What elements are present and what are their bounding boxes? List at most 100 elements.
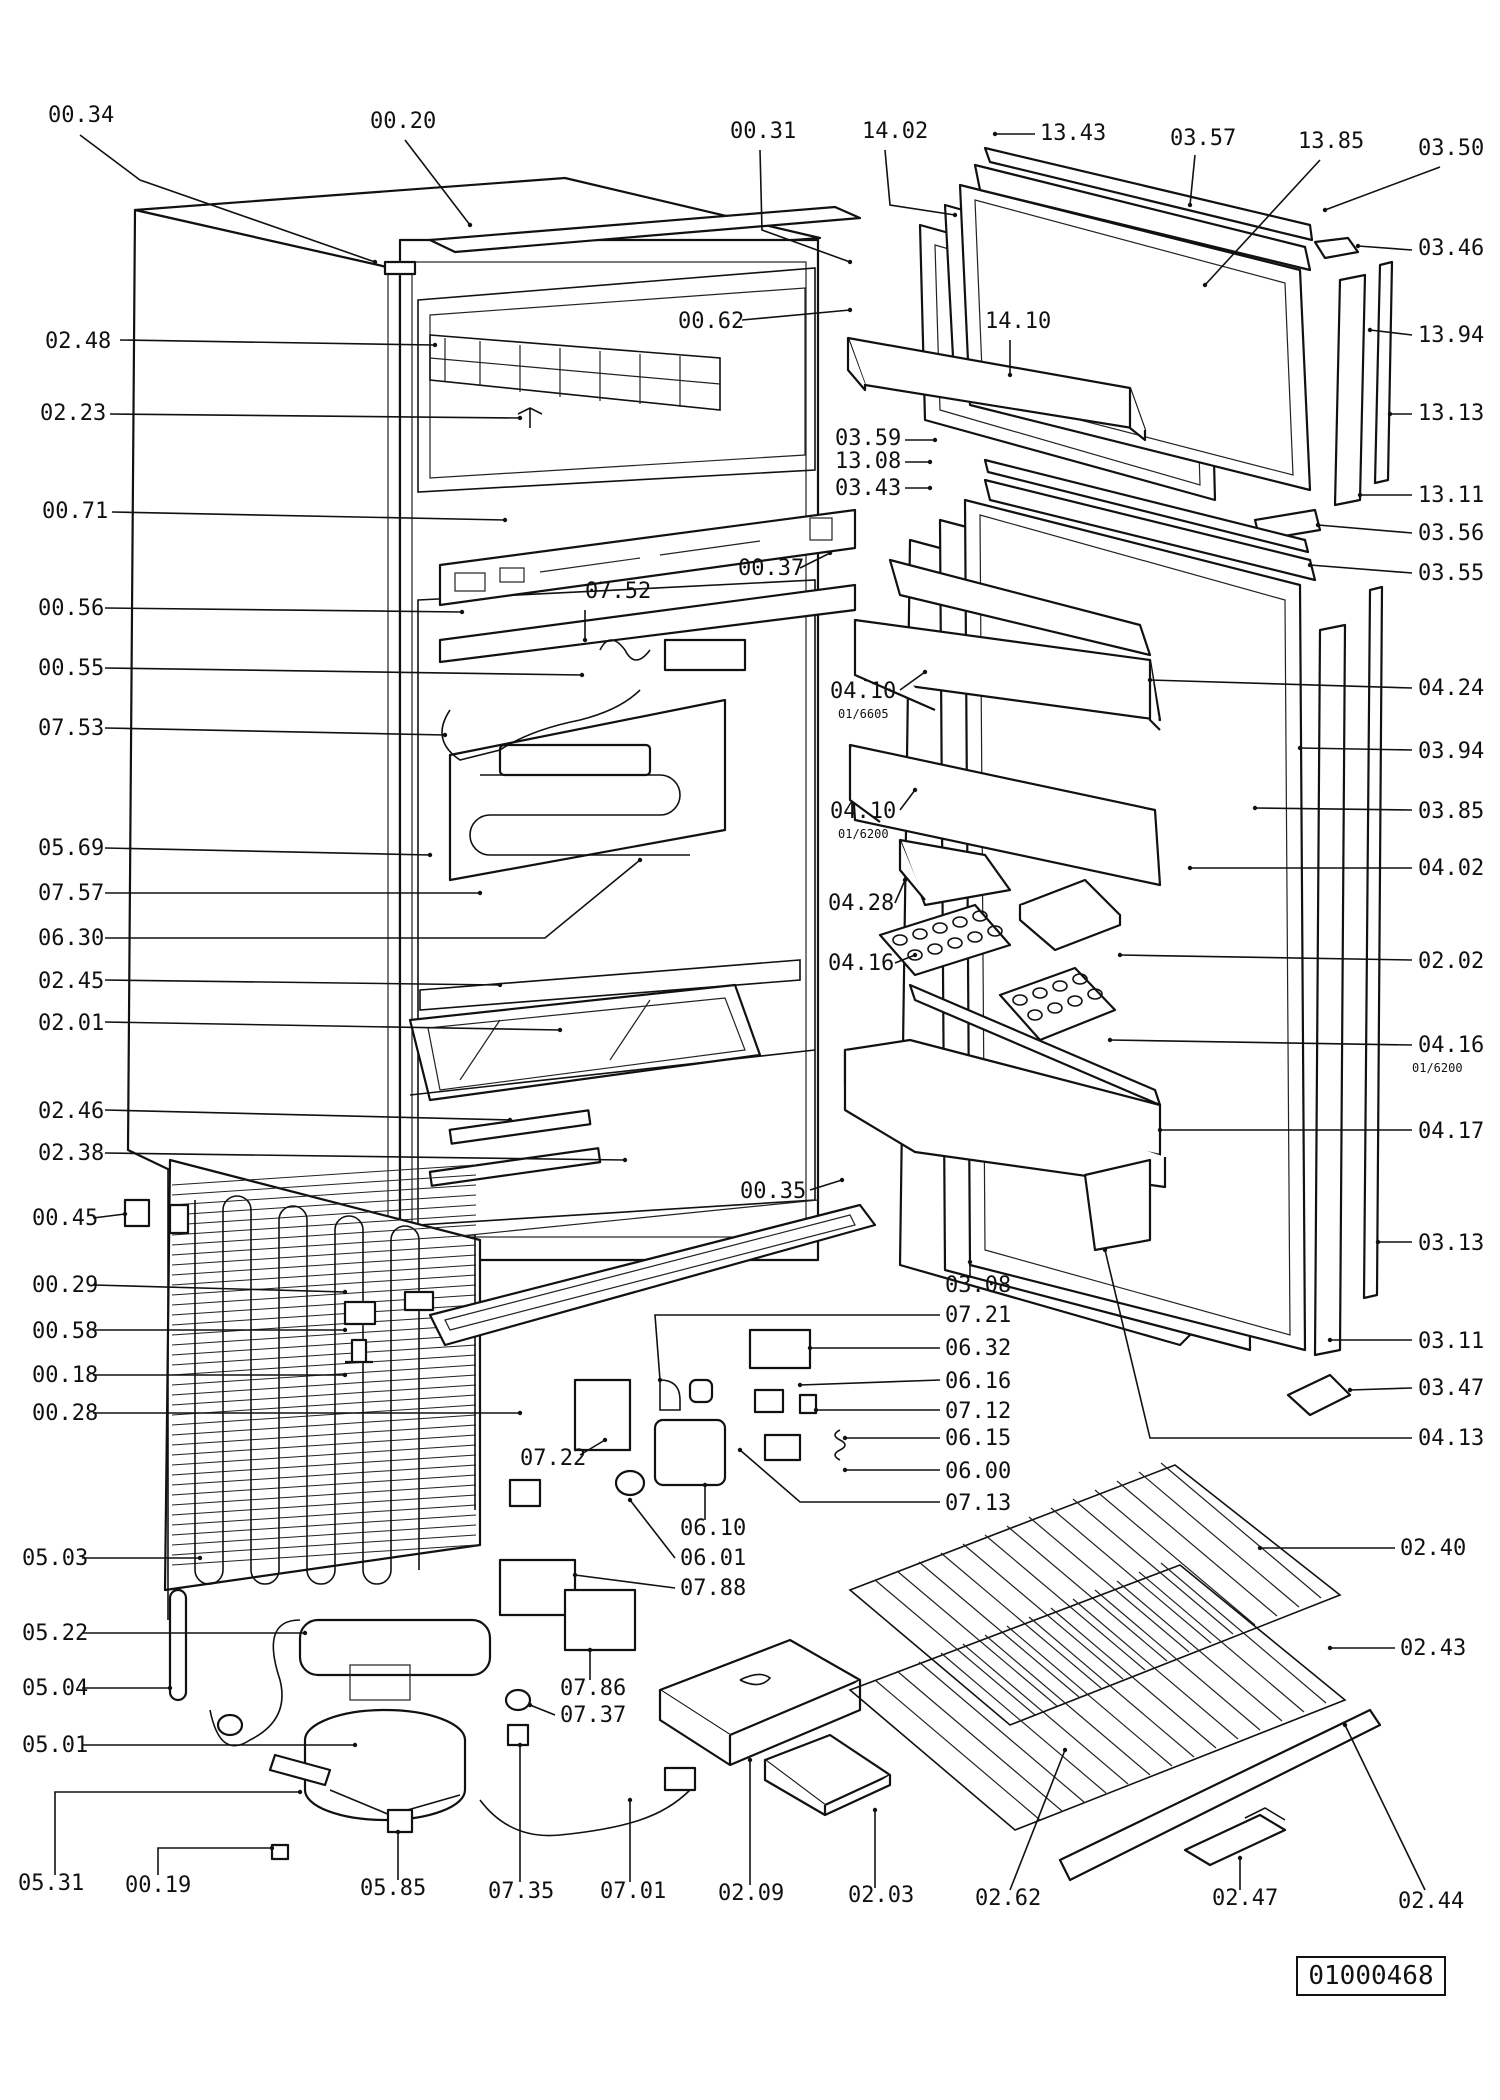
- wire-shelf-02-40: [848, 1462, 1342, 1726]
- leader-dot-02-38: [622, 1157, 628, 1163]
- leader-line-04-28: [894, 879, 906, 904]
- part-label-03-50: 03.50: [1418, 136, 1484, 161]
- shelf-wire: [1028, 1616, 1195, 1758]
- leader-line-04-13: [1104, 1249, 1412, 1439]
- condenser-fin: [171, 1164, 477, 1186]
- leader-dot-07-57: [477, 890, 483, 896]
- leader-dot-13-94: [1367, 327, 1373, 333]
- shelf-wire: [984, 1634, 1151, 1776]
- leader-dot-06-00: [842, 1467, 848, 1473]
- lamp-socket: [688, 1378, 714, 1404]
- part-label-02-46: 02.46: [38, 1099, 104, 1124]
- plug: [663, 1766, 697, 1792]
- filter-drier: [168, 1588, 188, 1702]
- part-label-13-94: 13.94: [1418, 323, 1484, 348]
- part-label-06-10: 06.10: [680, 1516, 746, 1541]
- leader-dot-02-43: [1327, 1645, 1333, 1651]
- leader-dot-07-37: [527, 1702, 533, 1708]
- leader-dot-03-13: [1375, 1239, 1381, 1245]
- shelf-wire: [918, 1661, 1085, 1803]
- leader-line-02-62: [1009, 1749, 1066, 1891]
- leader-line-05-69: [104, 847, 431, 856]
- lamp-07-21: [659, 1379, 681, 1411]
- egg-cup: [1027, 1009, 1043, 1021]
- leader-dot-14-02: [952, 212, 958, 218]
- part-label-00-19: 00.19: [125, 1873, 191, 1898]
- part-label-04-17: 04.17: [1418, 1119, 1484, 1144]
- leader-dot-03-94: [1297, 745, 1303, 751]
- part-label-04-02: 04.02: [1418, 856, 1484, 881]
- leader-dot-00-20: [467, 222, 473, 228]
- leader-dot-03-47: [1347, 1387, 1353, 1393]
- leader-line-02-02: [1119, 954, 1413, 961]
- condenser-fin: [171, 1174, 477, 1196]
- part-label-02-38: 02.38: [38, 1141, 104, 1166]
- leader-line-00-29: [92, 1284, 346, 1293]
- part-label-00-58: 00.58: [32, 1319, 98, 1344]
- leader-dot-02-03: [872, 1807, 878, 1813]
- leader-dot-07-01: [627, 1797, 633, 1803]
- part-label-00-34: 00.34: [48, 103, 114, 128]
- egg-cup: [952, 916, 968, 928]
- leader-line-07-13: [739, 1449, 940, 1503]
- leader-line-03-50: [1324, 166, 1441, 211]
- shelf-wire: [1116, 1580, 1283, 1722]
- bracket-00-58: [343, 1300, 377, 1326]
- leader-dot-00-62: [847, 307, 853, 313]
- part-label-03-56: 03.56: [1418, 521, 1484, 546]
- pcb-06-32: [748, 1328, 812, 1370]
- egg-cup: [892, 934, 908, 946]
- leader-line-03-94: [1299, 747, 1413, 751]
- sub-label-04-10a-sub: 01/6605: [838, 707, 889, 721]
- leader-dot-00-58: [342, 1327, 348, 1333]
- shelf-wire: [874, 1679, 1041, 1821]
- leader-dot-07-86: [587, 1647, 593, 1653]
- leader-line-02-01: [104, 1021, 561, 1031]
- part-label-13-43: 13.43: [1040, 121, 1106, 146]
- part-label-07-13: 07.13: [945, 1491, 1011, 1516]
- part-label-00-20: 00.20: [370, 109, 436, 134]
- part-label-03-46: 03.46: [1418, 236, 1484, 261]
- ice-tray-02-03: [763, 1733, 892, 1817]
- part-label-05-31: 05.31: [18, 1871, 84, 1896]
- leader-dot-00-29: [342, 1289, 348, 1295]
- part-label-04-28: 04.28: [828, 891, 894, 916]
- leader-line-03-47: [1349, 1387, 1413, 1391]
- leader-dot-02-44: [1342, 1722, 1348, 1728]
- part-label-04-13: 04.13: [1418, 1426, 1484, 1451]
- sub-label-04-16b-sub: 01/6200: [1412, 1061, 1463, 1075]
- part-label-00-18: 00.18: [32, 1363, 98, 1388]
- shelf-wire: [1028, 1516, 1190, 1653]
- leader-line-02-45: [104, 979, 501, 986]
- shelf-wire: [1050, 1507, 1212, 1644]
- clip-00-45: [123, 1198, 151, 1228]
- leader-dot-00-37: [827, 550, 833, 556]
- part-label-02-43: 02.43: [1400, 1636, 1466, 1661]
- shelf-wire: [896, 1570, 1058, 1707]
- leader-line-02-23: [109, 413, 521, 419]
- leader-line-00-56: [104, 607, 463, 613]
- part-label-02-47: 02.47: [1212, 1886, 1278, 1911]
- relay-box-07-22: [573, 1378, 632, 1452]
- part-label-07-57: 07.57: [38, 881, 104, 906]
- leader-line-04-16b: [1109, 1039, 1413, 1046]
- leader-line-07-88: [574, 1574, 676, 1589]
- clamp-07-35: [506, 1723, 530, 1747]
- part-label-07-52: 07.52: [585, 579, 651, 604]
- shelf-wire: [874, 1579, 1036, 1716]
- leader-dot-03-85: [1252, 805, 1258, 811]
- egg-cup: [927, 943, 943, 955]
- part-label-13-11: 13.11: [1418, 483, 1484, 508]
- part-label-06-16: 06.16: [945, 1369, 1011, 1394]
- condenser-back: [163, 1158, 482, 1620]
- glass-shelf-and-drawer: [408, 959, 801, 1102]
- leader-dot-02-62: [1062, 1747, 1068, 1753]
- part-label-03-11: 03.11: [1418, 1329, 1484, 1354]
- clip-07-12: [798, 1393, 818, 1415]
- leader-dot-00-45: [122, 1211, 128, 1217]
- leader-dot-04-10b: [912, 787, 918, 793]
- part-label-02-40: 02.40: [1400, 1536, 1466, 1561]
- wire-shelf-02-43: [848, 1562, 1347, 1831]
- leader-dot-03-46: [1355, 243, 1361, 249]
- leader-dot-04-02: [1187, 865, 1193, 871]
